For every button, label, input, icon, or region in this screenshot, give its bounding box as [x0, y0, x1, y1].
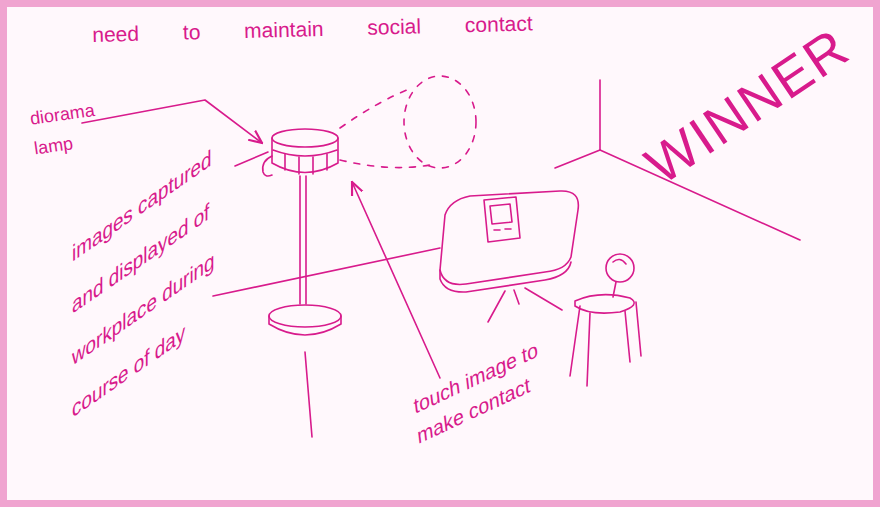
winner-mark: WINNER	[636, 7, 873, 193]
sketch-card: need to maintain social contact diorama l…	[7, 7, 873, 500]
table-edge	[440, 262, 571, 292]
projected-image-outline	[404, 76, 476, 168]
lamp-image-frames	[285, 154, 327, 174]
lamp-pole	[300, 176, 306, 304]
device-buttons	[494, 229, 511, 230]
table-top	[440, 191, 578, 284]
chair-legs	[570, 302, 641, 386]
device-screen	[490, 204, 512, 224]
annotation-note: touch image to make contact	[412, 325, 563, 452]
part-label: diorama lamp	[28, 93, 118, 164]
leader-line	[305, 352, 312, 437]
lamp-base-side	[269, 316, 341, 335]
projection-line	[340, 160, 430, 168]
room-corner-line	[599, 80, 601, 150]
contact-device	[484, 197, 520, 242]
room-floor-line	[555, 150, 600, 168]
chair-back-detail	[613, 259, 626, 264]
lamp-shade-top	[272, 129, 338, 147]
lamp-bracket	[263, 156, 272, 176]
lamp-base	[269, 305, 341, 327]
room-floor-line	[213, 248, 440, 296]
sketch-heading: need to maintain social contact	[92, 7, 732, 48]
leader-arrow	[352, 182, 440, 378]
annotation-note: images captured and displayed of workpla…	[72, 117, 232, 436]
table-legs	[488, 288, 562, 322]
lamp-shade-side	[272, 138, 338, 173]
leader-line	[235, 152, 268, 166]
projection-line	[340, 88, 412, 128]
chair-back	[606, 254, 634, 282]
leader-arrow	[82, 100, 262, 143]
